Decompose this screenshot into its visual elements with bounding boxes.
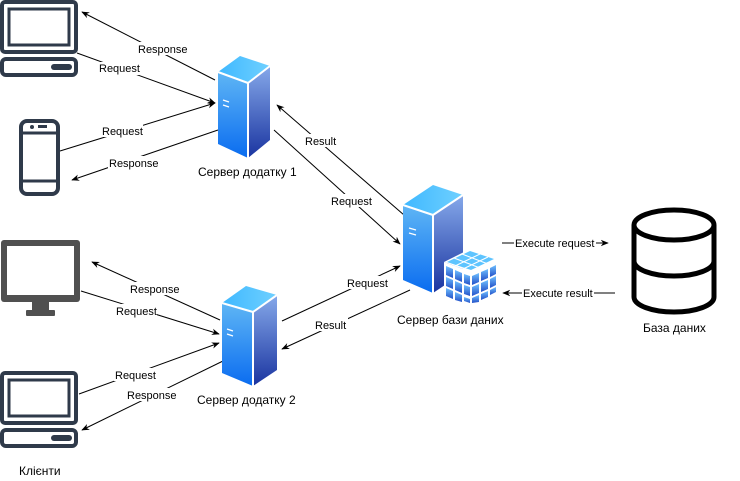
edge-app2-request <box>281 265 401 322</box>
label-laptop2-response: Response <box>127 390 177 402</box>
laptop-icon[interactable] <box>0 0 78 77</box>
app-server-2[interactable]: Сервер додатку 2 <box>197 286 296 407</box>
database[interactable]: База даних <box>631 207 717 335</box>
app-server-2-label: Сервер додатку 2 <box>197 393 296 407</box>
label-laptop1-request: Request <box>99 63 140 75</box>
db-server-label: Сервер бази даних <box>397 313 504 327</box>
label-phone-response: Response <box>109 158 159 170</box>
label-app2-request: Request <box>347 278 388 290</box>
database-label: База даних <box>643 321 706 335</box>
smartphone-icon[interactable] <box>19 119 60 196</box>
label-app2-result: Result <box>315 320 346 332</box>
label-laptop2-request: Request <box>115 370 156 382</box>
server-icon <box>221 286 278 386</box>
edge-laptop1-request <box>76 52 216 104</box>
database-cube-icon <box>444 249 497 304</box>
edge-phone-response <box>71 129 219 181</box>
clients-caption: Клієнти <box>19 464 61 478</box>
label-phone-request: Request <box>102 126 143 138</box>
edges <box>59 11 615 431</box>
db-server[interactable]: Сервер бази даних <box>397 185 504 327</box>
edge-app1-result <box>276 104 405 216</box>
label-app1-result: Result <box>305 136 336 148</box>
label-app1-request: Request <box>331 196 372 208</box>
label-laptop1-response: Response <box>138 44 188 56</box>
app-server-1-label: Сервер додатку 1 <box>198 165 297 179</box>
database-cylinder-icon <box>631 207 717 315</box>
label-execute-request: Execute request <box>515 238 595 250</box>
label-monitor-response: Response <box>130 284 180 296</box>
laptop-icon[interactable] <box>0 371 78 448</box>
server-icon <box>217 56 271 158</box>
desktop-monitor-icon[interactable] <box>1 240 80 316</box>
app-server-1[interactable]: Сервер додатку 1 <box>198 56 297 179</box>
label-monitor-request: Request <box>116 306 157 318</box>
edge-labels: Response Request Request Response Result… <box>98 42 596 402</box>
label-execute-result: Execute result <box>523 288 593 300</box>
edge-app1-request <box>273 129 401 245</box>
